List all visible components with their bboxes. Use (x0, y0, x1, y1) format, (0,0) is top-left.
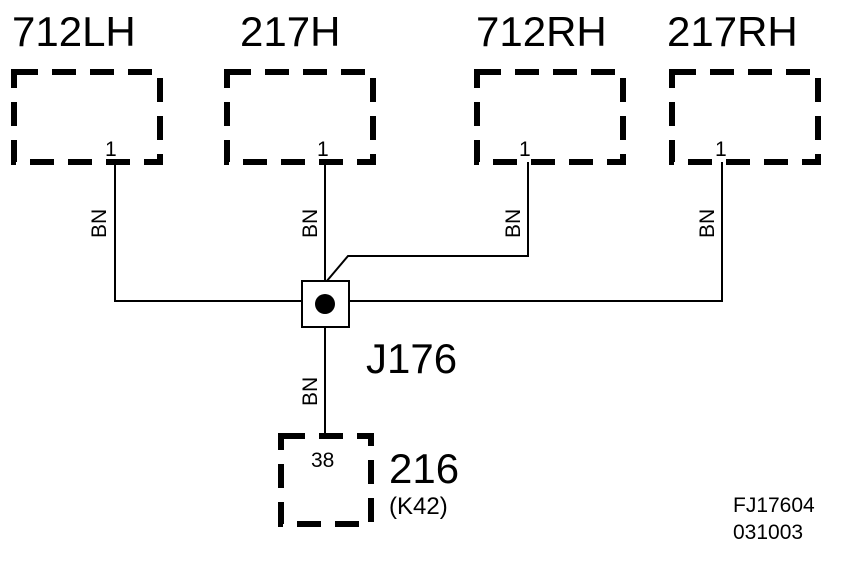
connector-217h: 217H 1 (224, 8, 376, 165)
connector-712rh-pin: 1 (519, 138, 531, 161)
wire-712lh-color-label: BN (88, 209, 111, 238)
connector-712rh-box (474, 69, 626, 165)
wires (114, 162, 723, 436)
ground-connector-box (278, 433, 374, 527)
ground-connector-216: 38 216 (K42) (278, 433, 459, 527)
ground-connector-pin: 38 (311, 449, 334, 472)
connector-217h-label: 217H (240, 8, 340, 55)
figure-code-line1: FJ17604 (733, 494, 815, 517)
figure-code-line2: 031003 (733, 521, 803, 544)
figure-code: FJ17604 031003 (733, 494, 815, 544)
connector-712lh-box (11, 69, 163, 165)
wire-217rh-color-label: BN (696, 209, 719, 238)
wire-ground-color-label: BN (299, 377, 322, 406)
wire-217rh (349, 162, 723, 302)
wire-712rh (325, 162, 529, 283)
connector-217rh-pin: 1 (715, 138, 727, 161)
wire-712lh (114, 162, 302, 302)
splice-j176: J176 (301, 280, 457, 382)
splice-label: J176 (366, 335, 457, 382)
connector-712rh: 712RH 1 (474, 8, 626, 165)
connector-712lh: 712LH 1 (11, 8, 163, 165)
connector-217h-pin: 1 (317, 138, 329, 161)
connector-217rh-label: 217RH (667, 8, 798, 55)
ground-connector-label: 216 (389, 445, 459, 492)
wire-712rh-color-label: BN (502, 209, 525, 238)
splice-dot (315, 294, 335, 314)
connector-712lh-pin: 1 (105, 138, 117, 161)
connector-217rh-box (669, 69, 821, 165)
connector-712rh-label: 712RH (476, 8, 607, 55)
connector-712lh-label: 712LH (12, 8, 136, 55)
connector-217rh: 217RH 1 (667, 8, 821, 165)
wire-217h-color-label: BN (299, 209, 322, 238)
connector-217h-box (224, 69, 376, 165)
ground-connector-sub-label: (K42) (389, 493, 448, 520)
